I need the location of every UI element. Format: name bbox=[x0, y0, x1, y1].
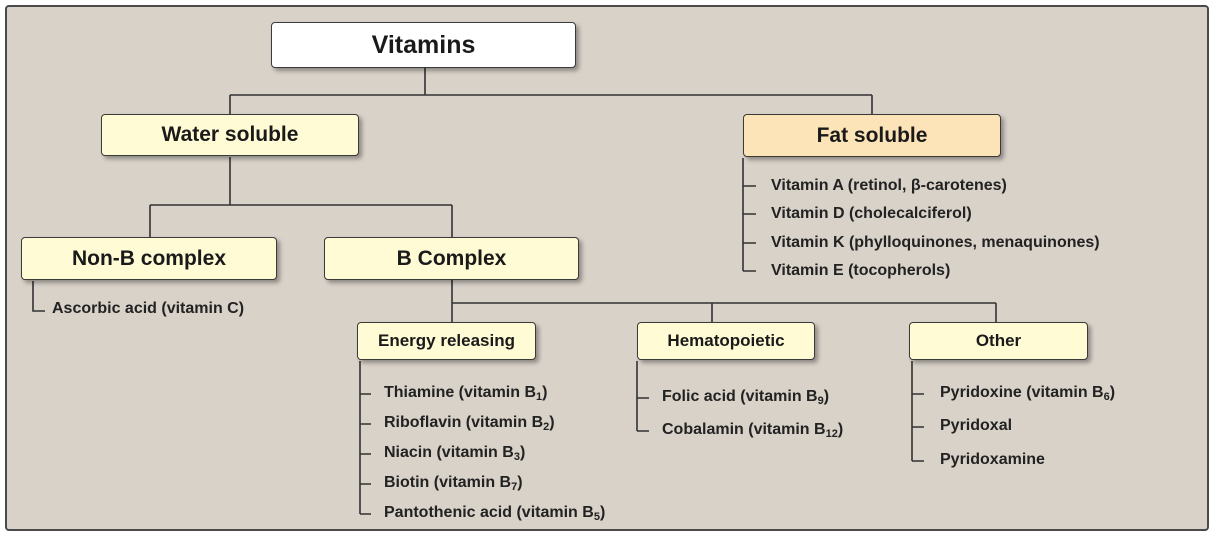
other-label: Other bbox=[975, 331, 1022, 350]
list-item-pyridoxine: Pyridoxine (vitamin B6) bbox=[940, 384, 1116, 403]
b-complex-box: B Complex bbox=[324, 237, 579, 280]
hematopoietic-box: Hematopoietic bbox=[637, 322, 815, 360]
list-item-thiamine: Thiamine (vitamin B1) bbox=[384, 384, 548, 403]
list-item-pantothenic-acid: Pantothenic acid (vitamin B5) bbox=[384, 504, 606, 523]
list-item-ascorbic-acid: Ascorbic acid (vitamin C) bbox=[52, 300, 245, 317]
vitamins-title-box: Vitamins bbox=[271, 22, 576, 68]
list-item-vitamin-k: Vitamin K (phylloquinones, menaquinones) bbox=[771, 234, 1100, 251]
non-b-complex-box: Non-B complex bbox=[21, 237, 277, 280]
list-item-vitamin-d: Vitamin D (cholecalciferol) bbox=[771, 205, 972, 222]
list-item-niacin: Niacin (vitamin B3) bbox=[384, 444, 526, 463]
b-complex-label: B Complex bbox=[396, 246, 507, 270]
hematopoietic-label: Hematopoietic bbox=[667, 331, 785, 350]
other-box: Other bbox=[909, 322, 1088, 360]
fat-soluble-box: Fat soluble bbox=[743, 114, 1001, 157]
list-item-cobalamin: Cobalamin (vitamin B12) bbox=[662, 421, 844, 440]
list-item-vitamin-e: Vitamin E (tocopherols) bbox=[771, 262, 951, 279]
list-item-biotin: Biotin (vitamin B7) bbox=[384, 474, 523, 493]
non-b-complex-label: Non-B complex bbox=[71, 246, 226, 270]
energy-releasing-box: Energy releasing bbox=[357, 322, 536, 360]
list-item-pyridoxal: Pyridoxal bbox=[940, 417, 1013, 434]
energy-releasing-label: Energy releasing bbox=[377, 331, 515, 350]
fat-soluble-label: Fat soluble bbox=[816, 123, 928, 147]
water-soluble-label: Water soluble bbox=[161, 123, 299, 146]
list-item-pyridoxamine: Pyridoxamine bbox=[940, 451, 1045, 468]
water-soluble-box: Water soluble bbox=[101, 114, 359, 156]
list-item-vitamin-a: Vitamin A (retinol, β-carotenes) bbox=[771, 177, 1007, 194]
vitamins-title: Vitamins bbox=[371, 30, 476, 59]
list-item-riboflavin: Riboflavin (vitamin B2) bbox=[384, 414, 555, 433]
list-item-folic-acid: Folic acid (vitamin B9) bbox=[662, 388, 830, 407]
